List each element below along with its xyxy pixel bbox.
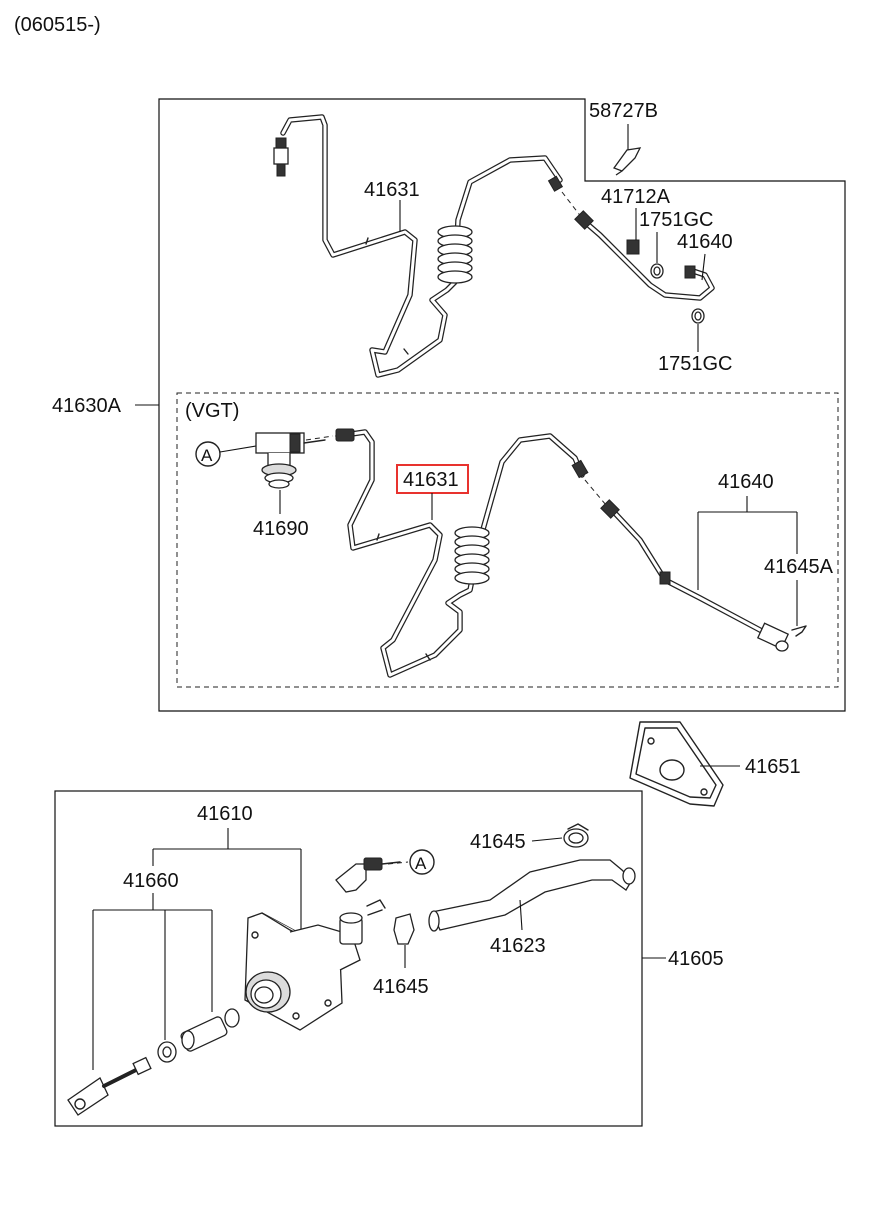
dashed-connection-upper — [561, 191, 583, 219]
date-range-label: (060515-) — [14, 14, 101, 36]
gasket-41651 — [629, 721, 724, 807]
leader-41610 — [152, 828, 302, 940]
label-41631-top[interactable]: 41631 — [364, 179, 420, 201]
clutch-pipe-upper — [273, 114, 564, 378]
label-41645A[interactable]: 41645A — [764, 556, 834, 578]
label-1751GC-a[interactable]: 1751GC — [639, 209, 714, 231]
ref-a-label: A — [201, 446, 213, 465]
vgt-group-title: (VGT) — [185, 400, 239, 422]
label-41640-top[interactable]: 41640 — [677, 231, 733, 253]
hose-clamp-41645 — [563, 823, 589, 848]
label-41645-clip[interactable]: 41645 — [373, 976, 429, 998]
fitting-41690 — [255, 432, 326, 489]
clutch-release-cylinder — [244, 912, 363, 1031]
leader-41623 — [519, 899, 523, 931]
dashed-connection-lower — [387, 861, 409, 865]
label-41640-vgt[interactable]: 41640 — [718, 471, 774, 493]
label-41630A[interactable]: 41630A — [52, 395, 122, 417]
elbow-fitting — [335, 857, 401, 893]
label-58727B[interactable]: 58727B — [589, 100, 658, 122]
leader-41645-hose — [531, 837, 563, 842]
coil-spring-vgt — [454, 526, 490, 585]
clutch-hose-upper — [574, 210, 715, 301]
dashed-connection-vgt-right — [584, 479, 607, 506]
clutch-pipe-vgt — [335, 428, 589, 678]
leader-41640-top — [701, 253, 706, 281]
label-41645-hose[interactable]: 41645 — [470, 831, 526, 853]
label-41712A[interactable]: 41712A — [601, 186, 671, 208]
label-41690[interactable]: 41690 — [253, 518, 309, 540]
label-41660[interactable]: 41660 — [123, 870, 179, 892]
hose-41623 — [428, 859, 636, 932]
label-41631-highlight[interactable]: 41631 — [403, 469, 459, 491]
pushrod-41660 — [67, 1008, 240, 1116]
small-clip — [366, 899, 386, 916]
dashed-connection-vgt-left — [305, 435, 334, 441]
clamp-41645 — [393, 913, 415, 945]
clutch-hose-vgt — [600, 499, 790, 652]
ref-a-label-lower: A — [415, 854, 427, 873]
upper-assembly-frame — [158, 98, 846, 712]
label-41623[interactable]: 41623 — [490, 935, 546, 957]
label-41605[interactable]: 41605 — [668, 948, 724, 970]
label-41651[interactable]: 41651 — [745, 756, 801, 778]
leader-ref-a — [219, 445, 257, 453]
leader-41640-vgt — [697, 496, 798, 590]
leader-41660 — [92, 893, 213, 1070]
coil-spring-upper — [437, 225, 473, 284]
ref-a-circle — [195, 441, 221, 467]
clip-41645A — [791, 625, 807, 637]
label-1751GC-b[interactable]: 1751GC — [658, 353, 733, 375]
bracket-clip-58727B — [612, 147, 642, 176]
label-41610[interactable]: 41610 — [197, 803, 253, 825]
ref-a-circle-lower — [409, 849, 435, 875]
